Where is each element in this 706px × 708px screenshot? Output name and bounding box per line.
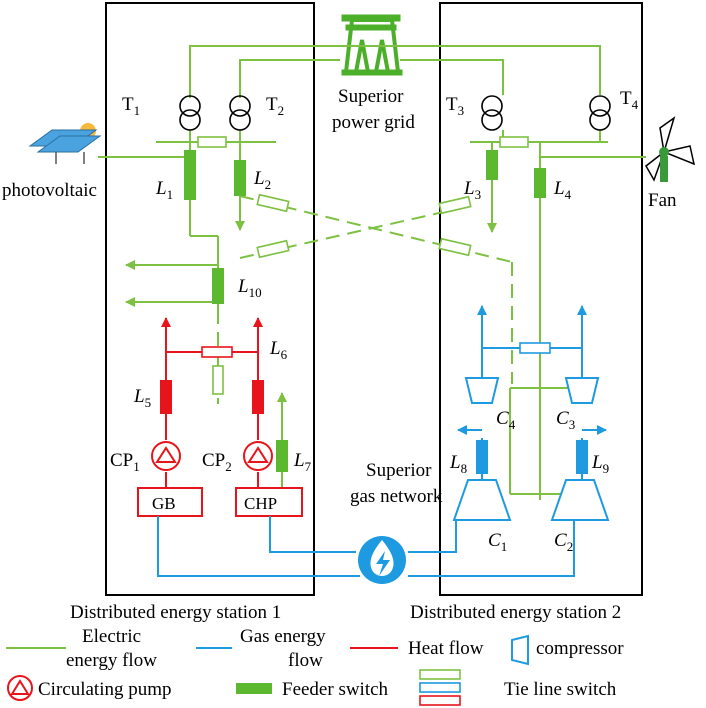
station2-box [439, 2, 643, 596]
legend-compressor-label: compressor [536, 638, 624, 659]
compressor-c2-icon [550, 479, 610, 521]
legend-feeder-swatch [236, 683, 272, 694]
transformer-label-t2: T2 [266, 94, 284, 118]
feeder-label-l7: L7 [293, 450, 312, 474]
feeder-label-l3: L3 [463, 178, 481, 202]
transformer-label-t4: T4 [620, 88, 639, 112]
feeder-switch-l10 [212, 268, 224, 304]
legend-gas-line1: Gas energy [240, 626, 326, 647]
station1-caption: Distributed energy station 1 [70, 602, 281, 623]
gb-box [137, 487, 203, 517]
gb-label: GB [152, 494, 176, 513]
legend-heat-label: Heat flow [408, 638, 484, 659]
legend-pump-label: Circulating pump [38, 679, 172, 700]
feeder-switch-l3 [486, 150, 498, 180]
tie-switch-cross-2 [438, 195, 472, 215]
feeder-switch-l7 [276, 440, 288, 472]
chp-box [235, 487, 303, 517]
feeder-label-l10: L10 [237, 276, 262, 300]
feeder-switch-l5 [160, 380, 172, 414]
tie-switch-cross-4 [438, 237, 472, 257]
compressor-label-c4: C4 [496, 408, 516, 432]
compressor-label-c1: C1 [488, 530, 507, 554]
feeder-label-l1: L1 [155, 178, 173, 202]
station1-box [105, 2, 315, 596]
feeder-switch-l4 [534, 168, 546, 198]
transformer-t1-icon [179, 95, 201, 131]
transformer-t4-icon [589, 95, 611, 131]
feeder-switch-l9 [576, 440, 588, 474]
feeder-switch-l8 [476, 440, 488, 474]
tie-switch-gas [519, 342, 551, 354]
electric-network [98, 45, 646, 500]
legend-compressor-icon [511, 634, 529, 666]
photovoltaic-label: photovoltaic [2, 180, 97, 201]
tie-switch-heat [201, 346, 233, 358]
tie-switch-cross-1 [256, 193, 290, 213]
legend: Electric energy flow Gas energy flow Hea… [6, 626, 624, 706]
transformer-t2-icon [229, 95, 251, 131]
pump-label-cp2: CP2 [202, 450, 232, 474]
legend-tie-red-swatch [419, 695, 461, 706]
feeder-label-l8: L8 [449, 452, 467, 476]
legend-tie-green-swatch [419, 669, 461, 680]
feeder-label-l4: L4 [553, 178, 572, 202]
legend-electric-line1: Electric [82, 626, 141, 647]
circulating-pump-cp1-icon [151, 441, 181, 471]
feeder-switch-l2 [234, 160, 246, 196]
feeder-label-l5: L5 [133, 386, 151, 410]
gas-network-icon [358, 536, 406, 584]
circulating-pump-cp2-icon [243, 441, 273, 471]
transformer-label-t3: T3 [446, 94, 464, 118]
legend-pump-icon [7, 675, 33, 701]
superior-gas-network-line1: Superior [366, 460, 432, 481]
tie-switch-right-bus [499, 136, 529, 148]
legend-electric-line2: energy flow [66, 650, 157, 671]
pump-label-cp1: CP1 [110, 450, 140, 474]
chp-label: CHP [244, 494, 277, 513]
compressor-c3-icon [564, 377, 600, 404]
legend-gas-line2: flow [288, 650, 323, 671]
feeder-switch-l1 [184, 150, 196, 200]
compressor-c4-icon [464, 377, 500, 404]
legend-tie-label: Tie line switch [504, 679, 617, 700]
compressor-c1-icon [452, 479, 512, 521]
feeder-label-l9: L9 [591, 452, 609, 476]
photovoltaic-icon [28, 123, 102, 164]
feeder-label-l2: L2 [253, 168, 271, 192]
legend-tie-blue-swatch [419, 682, 461, 693]
tie-switch-l10-vertical [212, 365, 224, 395]
legend-feeder-label: Feeder switch [282, 679, 389, 700]
superior-power-grid-line1: Superior [338, 86, 404, 107]
transformer-label-t1: T1 [122, 94, 140, 118]
tie-switch-left-bus [197, 136, 227, 148]
superior-power-grid-line2: power grid [332, 112, 415, 133]
heat-network [161, 317, 263, 488]
feeder-label-l6: L6 [269, 338, 288, 362]
station2-caption: Distributed energy station 2 [410, 602, 621, 623]
compressor-label-c3: C3 [556, 408, 575, 432]
tie-switch-cross-3 [256, 239, 290, 259]
transformer-t3-icon [481, 95, 503, 131]
superior-gas-network-line2: gas network [350, 486, 443, 507]
fan-icon [645, 116, 696, 182]
power-grid-icon [341, 14, 403, 76]
compressor-label-c2: C2 [554, 530, 573, 554]
tie-dashed-lines [217, 195, 513, 404]
fan-label: Fan [648, 190, 677, 211]
feeder-switch-l6 [252, 380, 264, 414]
